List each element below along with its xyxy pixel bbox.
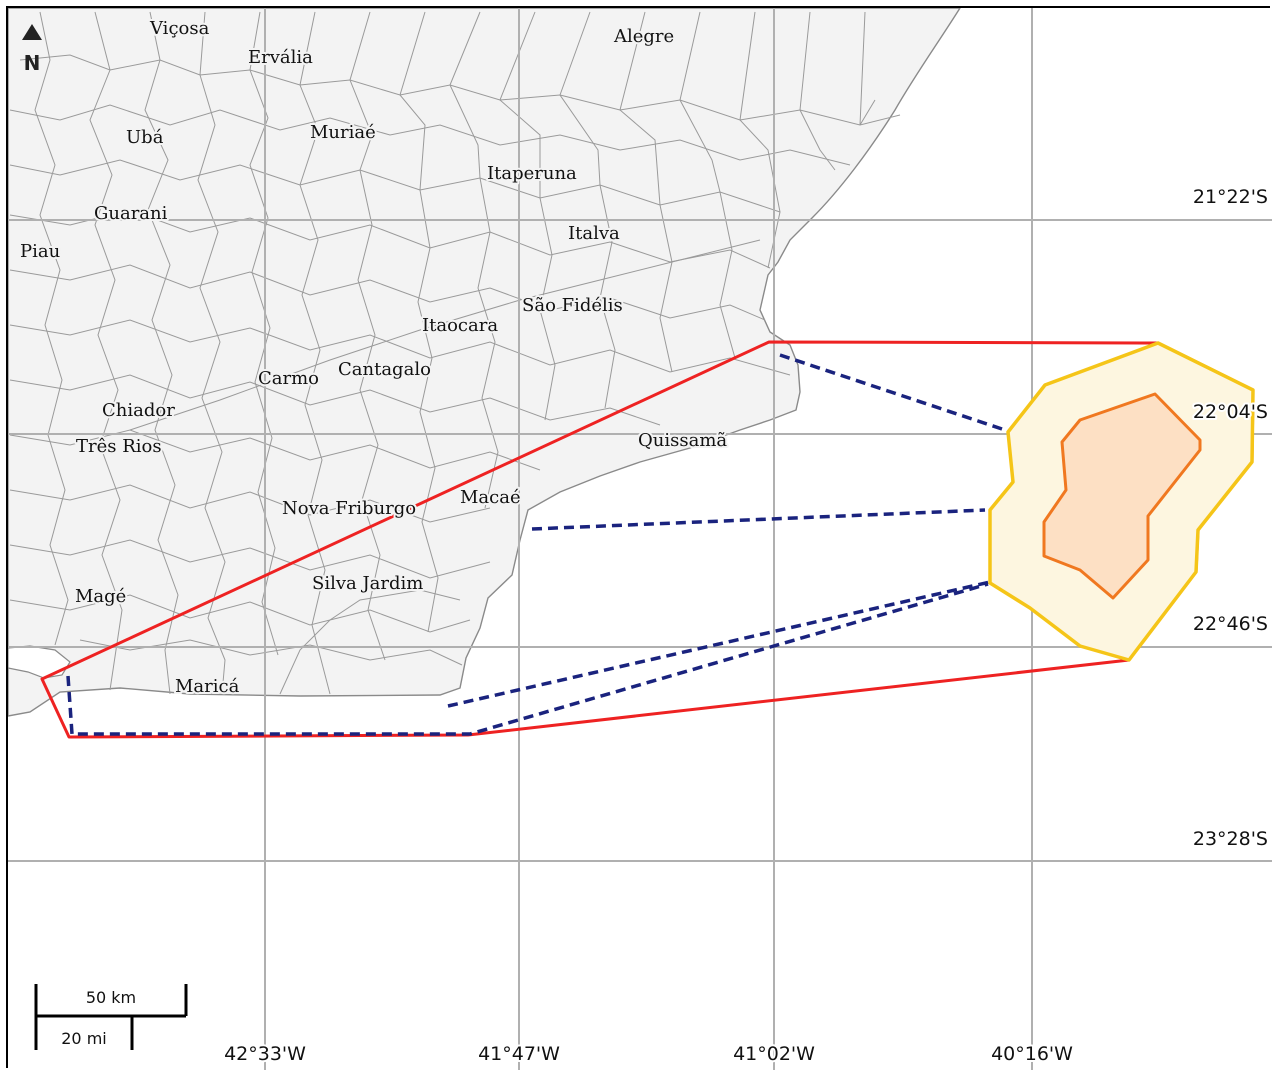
city-label-guarani: Guarani	[94, 203, 168, 224]
city-label-quissama: Quissamã	[638, 430, 727, 451]
scale-km-label: 50 km	[86, 988, 136, 1007]
lat-label-2: 22°04'S	[1193, 401, 1268, 423]
city-labels: Viçosa Alegre Ervália Ubá Muriaé Itaperu…	[18, 16, 729, 699]
lon-label-2: 41°47'W	[478, 1043, 560, 1065]
city-label-uba: Ubá	[126, 127, 164, 148]
city-label-marica: Maricá	[175, 676, 240, 697]
land-area	[8, 8, 961, 717]
municipal-boundaries	[9, 11, 901, 695]
lat-label-3: 22°46'S	[1193, 613, 1268, 635]
scale-mi-label: 20 mi	[61, 1029, 106, 1048]
scale-bar: 50 km 20 mi	[28, 978, 194, 1054]
lon-label-4: 40°16'W	[991, 1043, 1073, 1065]
city-label-mage: Magé	[75, 586, 126, 607]
lat-label-4: 23°28'S	[1193, 828, 1268, 850]
city-label-cantagalo: Cantagalo	[338, 359, 431, 380]
lon-label-1: 42°33'W	[224, 1043, 306, 1065]
city-label-silva-jardim: Silva Jardim	[312, 573, 423, 594]
city-label-alegre: Alegre	[613, 26, 674, 47]
dashed-links	[66, 353, 1006, 736]
city-label-piau: Piau	[20, 241, 60, 262]
city-label-tres-rios: Três Rios	[76, 436, 162, 457]
inner-impact-zone	[1042, 392, 1202, 600]
city-label-sao-fidelis: São Fidélis	[522, 295, 623, 316]
north-arrow-icon: N	[22, 24, 42, 75]
city-label-itaocara: Itaocara	[422, 315, 498, 336]
city-label-itaperuna: Itaperuna	[487, 163, 577, 184]
north-arrow-label: N	[24, 51, 41, 75]
city-label-chiador: Chiador	[102, 400, 175, 421]
city-label-vicosa: Viçosa	[149, 18, 210, 39]
grid-labels: 21°22'S 22°04'S 22°46'S 23°28'S 42°33'W …	[222, 184, 1270, 1067]
lon-label-3: 41°02'W	[733, 1043, 815, 1065]
city-label-italva: Italva	[568, 223, 620, 244]
city-label-ervalia: Ervália	[248, 47, 313, 68]
lat-label-1: 21°22'S	[1193, 186, 1268, 208]
city-label-nova-friburgo: Nova Friburgo	[282, 498, 416, 519]
city-label-muriae: Muriaé	[310, 122, 376, 143]
city-label-macae: Macaé	[460, 487, 521, 508]
city-label-carmo: Carmo	[258, 368, 319, 389]
map-frame	[6, 6, 1270, 1068]
